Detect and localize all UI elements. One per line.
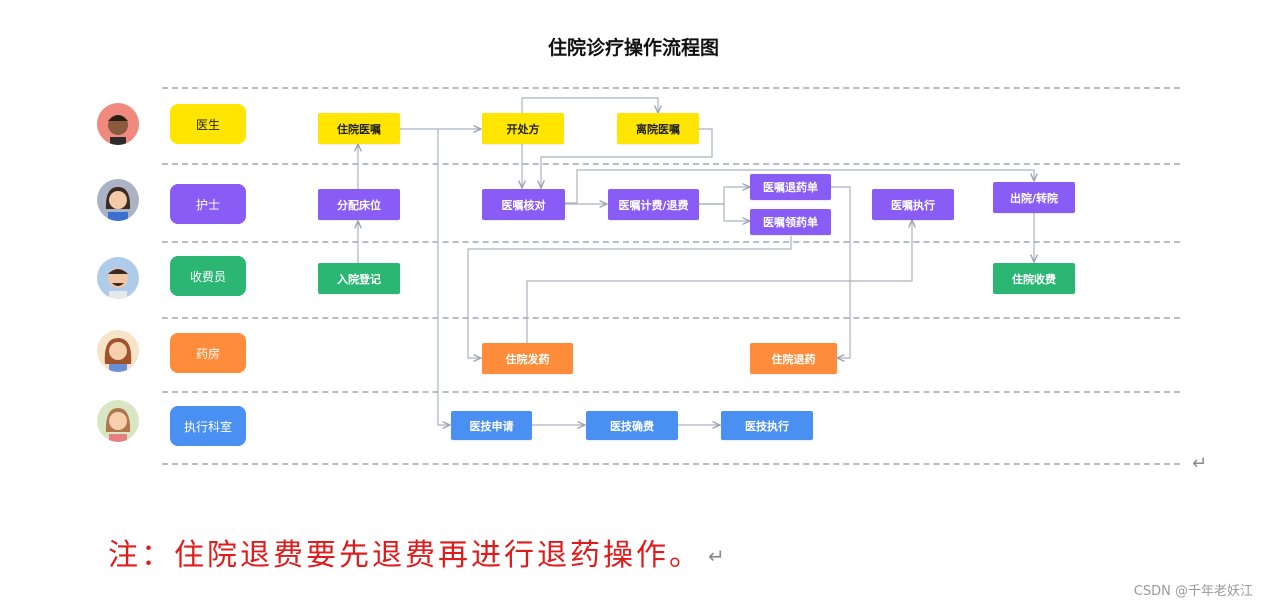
doctor-avatar xyxy=(97,103,139,145)
role-exec-dept: 执行科室 xyxy=(170,406,246,446)
role-nurse: 护士 xyxy=(170,184,246,224)
lane-divider xyxy=(162,391,1180,393)
watermark: CSDN @千年老妖江 xyxy=(1133,584,1253,599)
node-inpatient-charge: 住院收费 xyxy=(993,263,1075,294)
page-title: 住院诊疗操作流程图 xyxy=(547,37,719,59)
lane-divider xyxy=(162,317,1180,319)
arrow-discharge-to-verify xyxy=(541,128,713,188)
node-inpatient-return: 住院退药 xyxy=(750,343,837,374)
nurse-avatar xyxy=(97,179,139,221)
node-tech-confirm: 医技确费 xyxy=(586,411,678,440)
lane-divider xyxy=(162,463,1180,465)
node-prescribe: 开处方 xyxy=(482,113,564,144)
role-pharmacy: 药房 xyxy=(170,333,246,373)
exec-dept-avatar xyxy=(97,400,139,442)
node-inpatient-order: 住院医嘱 xyxy=(318,113,400,144)
node-bed-assign: 分配床位 xyxy=(318,189,400,220)
cashier-avatar xyxy=(97,257,139,299)
arrow-billing-to-collect-slip xyxy=(699,203,750,221)
node-order-execute: 医嘱执行 xyxy=(872,189,954,220)
arrow-collect-slip-to-dispense xyxy=(467,236,792,358)
lane-divider xyxy=(162,163,1180,165)
node-order-return-drug: 医嘱退药单 xyxy=(750,174,831,200)
role-cashier: 收费员 xyxy=(170,256,246,296)
node-tech-apply: 医技申请 xyxy=(451,411,532,440)
footnote: 注：住院退费要先退费再进行退药操作。↵ xyxy=(108,538,728,573)
node-order-collect-drug: 医嘱领药单 xyxy=(750,209,831,235)
node-discharge-transfer: 出院/转院 xyxy=(993,182,1075,213)
node-discharge-order: 离院医嘱 xyxy=(617,113,699,144)
node-order-verify: 医嘱核对 xyxy=(482,189,565,220)
arrow-prescribe-to-discharge xyxy=(521,97,658,113)
pharmacy-avatar xyxy=(97,330,139,372)
arrow-billing-to-return-slip xyxy=(699,187,750,205)
arrow-dispense-to-execute xyxy=(526,220,912,343)
node-tech-execute: 医技执行 xyxy=(721,411,813,440)
lane-divider xyxy=(162,241,1180,243)
node-inpatient-dispense: 住院发药 xyxy=(482,343,573,374)
lane-divider xyxy=(162,87,1180,89)
paragraph-mark: ↵ xyxy=(708,544,728,568)
node-order-billing: 医嘱计费/退费 xyxy=(608,189,699,220)
arrow-verify-to-transfer xyxy=(565,169,1034,204)
role-doctor: 医生 xyxy=(170,104,246,144)
arrow-order-to-tech-apply xyxy=(437,129,450,425)
node-admission-register: 入院登记 xyxy=(318,263,400,294)
arrow-return-slip-to-return xyxy=(831,186,851,358)
paragraph-mark: ↵ xyxy=(1192,453,1208,474)
